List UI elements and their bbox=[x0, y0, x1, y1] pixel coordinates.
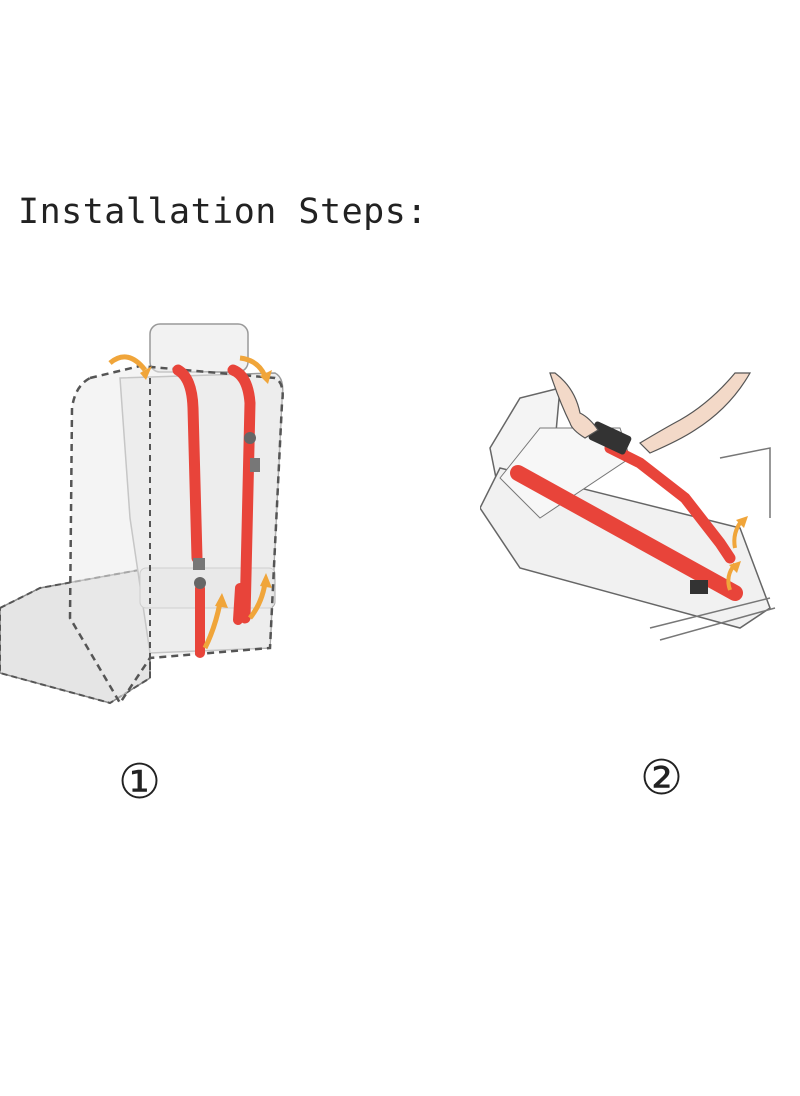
page-title: Installation Steps: bbox=[18, 192, 428, 232]
seat-back-strap-icon bbox=[0, 323, 284, 706]
step-2-number: ② bbox=[640, 750, 684, 806]
step-2-illustration bbox=[480, 368, 780, 658]
seat-buckle-strap-icon bbox=[480, 372, 776, 641]
step-1-illustration bbox=[0, 318, 300, 708]
step-1-number: ① bbox=[118, 754, 162, 810]
